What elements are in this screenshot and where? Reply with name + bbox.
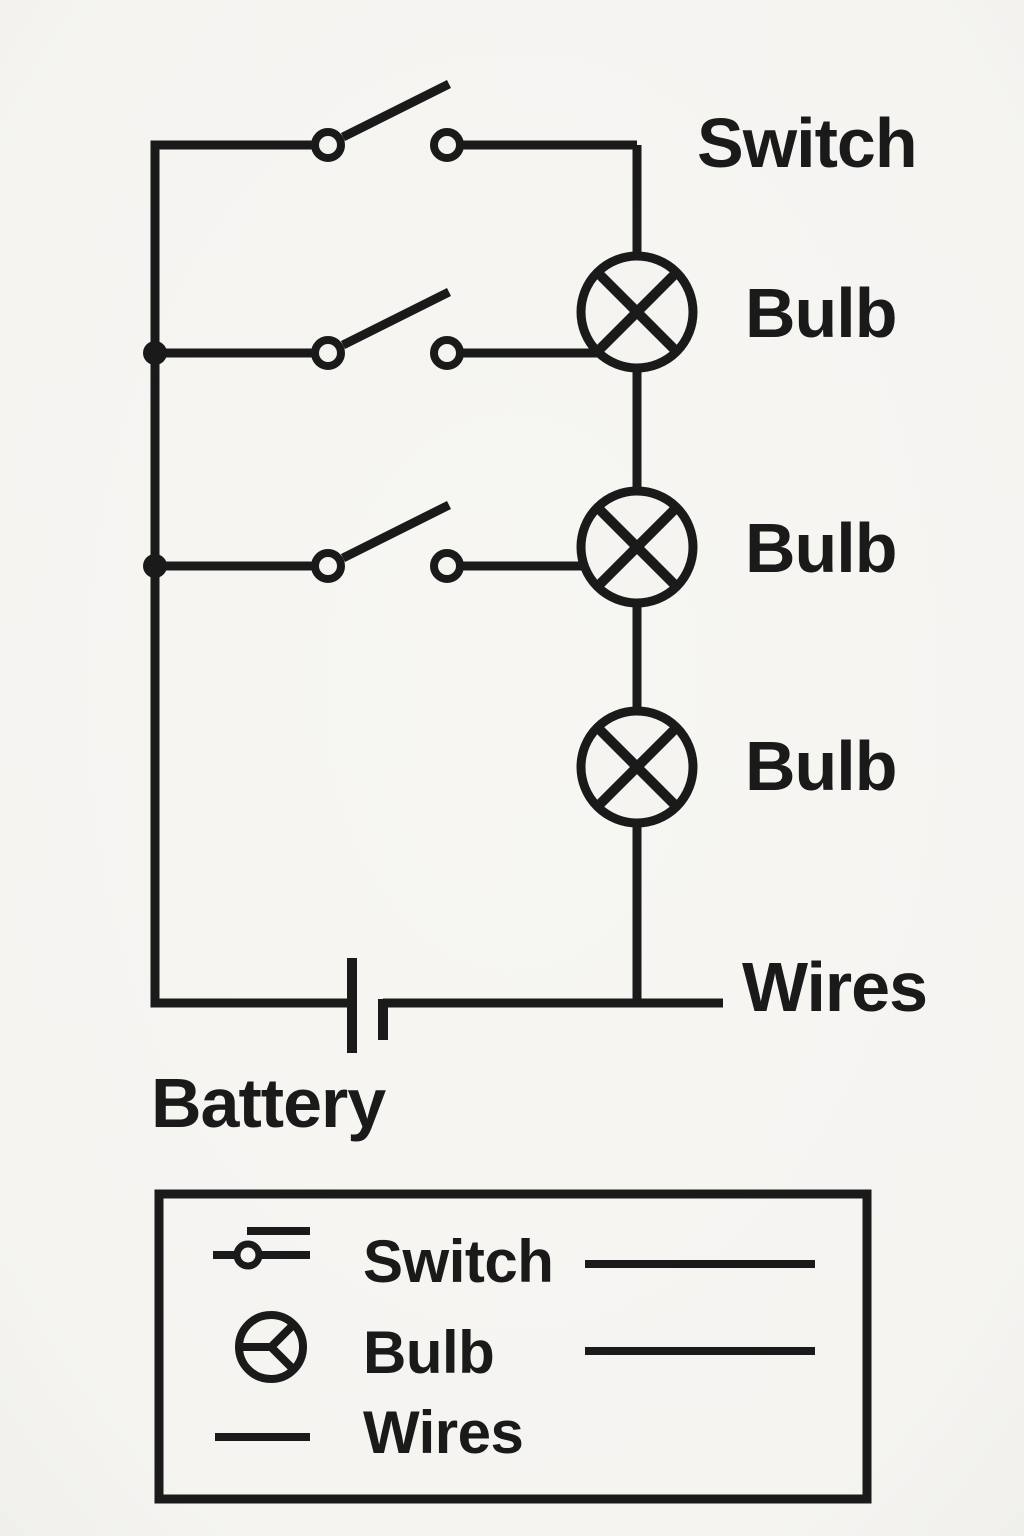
junction-dot-2 <box>143 554 167 578</box>
bulb-symbol-1 <box>576 251 698 373</box>
switch-contact-right <box>430 336 464 370</box>
switch-contact-right <box>430 128 464 162</box>
legend: Switch Bulb Wires <box>154 1189 872 1504</box>
legend-switch-label: Switch <box>363 1228 553 1295</box>
switch-label: Switch <box>697 104 917 182</box>
bulb-x-stroke <box>593 268 681 356</box>
battery-label: Battery <box>151 1064 386 1142</box>
bulb-x-stroke <box>593 723 681 811</box>
legend-row-switch: Switch <box>213 1227 815 1295</box>
switch-symbol-1 <box>311 79 464 162</box>
battery-symbol <box>347 958 388 1053</box>
junction-dot-1 <box>143 341 167 365</box>
bulb-icon <box>235 1311 307 1383</box>
switch-symbol-3 <box>311 500 464 583</box>
switch-lever <box>340 500 452 563</box>
legend-bulb-label: Bulb <box>363 1319 494 1386</box>
switch-symbol-2 <box>311 287 464 370</box>
switch-lever <box>340 287 452 350</box>
switch-lever <box>340 79 452 142</box>
bulb-label-2: Bulb <box>745 509 897 587</box>
bulb-label-1: Bulb <box>745 274 897 352</box>
switch-contact-left <box>311 549 345 583</box>
switch-contact-left <box>311 128 345 162</box>
legend-row-wires: Wires <box>215 1399 524 1466</box>
bulb-x-stroke <box>593 503 681 591</box>
switch-contact-left <box>311 336 345 370</box>
legend-wires-label: Wires <box>363 1399 523 1466</box>
wires-label: Wires <box>742 948 927 1026</box>
bulb-symbol-3 <box>576 706 698 828</box>
legend-row-bulb: Bulb <box>235 1311 815 1386</box>
switch-icon <box>213 1227 310 1270</box>
bulb-label-3: Bulb <box>745 727 897 805</box>
switch-contact-right <box>430 549 464 583</box>
legend-border <box>154 1189 872 1504</box>
bulb-symbol-2 <box>576 486 698 608</box>
